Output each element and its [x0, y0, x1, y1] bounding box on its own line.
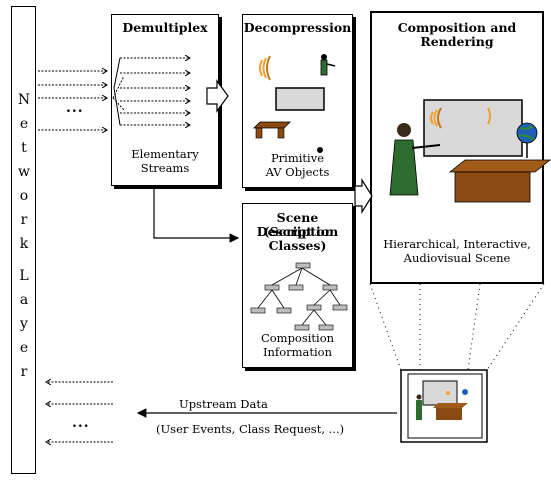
- network-layer-letter: N: [17, 92, 31, 108]
- arrow-demux-to-decompression: [206, 79, 229, 113]
- scene-description-title-2: (Script or Classes): [263, 224, 332, 253]
- scene-desk-icon: [448, 159, 551, 203]
- demultiplex-title: Demultiplex: [122, 20, 208, 35]
- ball-icon: [317, 147, 323, 153]
- scene-description-title-1: Scene Description: [256, 210, 339, 239]
- screen-icon: [275, 87, 325, 111]
- composition-info-label-2: Information: [262, 345, 333, 359]
- demultiplex-box: Demultiplex Elementary Streams: [111, 14, 219, 186]
- network-layer-letter: e: [19, 116, 29, 132]
- sound-waves-icon: [259, 55, 271, 81]
- presenter-icon: [320, 54, 336, 76]
- elementary-streams-label-2: Streams: [140, 161, 190, 175]
- input-streams-ellipsis: ...: [66, 100, 84, 116]
- globe-icon: [516, 122, 538, 158]
- outgoing-streams: [46, 382, 113, 442]
- network-layer-letter: r: [20, 364, 28, 380]
- upstream-data-sublabel: (User Events, Class Request, ...): [156, 422, 345, 436]
- composition-title-2: Rendering: [420, 34, 494, 49]
- scene-label-1: Hierarchical, Interactive,: [383, 237, 531, 251]
- arrow-to-composition: [354, 177, 373, 215]
- network-layer-letter: e: [19, 340, 29, 356]
- network-layer-letter: k: [19, 236, 29, 252]
- scene-sound-waves-icon: [430, 107, 491, 129]
- demultiplexed-streams: [112, 58, 190, 125]
- primitive-av-label-2: AV Objects: [265, 165, 330, 179]
- desk-icon: [253, 121, 291, 139]
- thumbnail-scene: [400, 369, 488, 443]
- network-layer-letter: L: [19, 268, 29, 284]
- composition-title-1: Composition and: [397, 20, 517, 35]
- network-layer-letter: y: [20, 316, 28, 332]
- projection-lines: [369, 283, 545, 371]
- composition-tree-icon: [257, 267, 341, 326]
- whiteboard-icon: [423, 99, 523, 157]
- network-layer-letter: a: [19, 292, 29, 308]
- network-layer-letter: r: [20, 212, 28, 228]
- upstream-ellipsis: ...: [72, 415, 90, 431]
- elementary-streams-label-1: Elementary: [131, 147, 199, 161]
- network-layer-letter: t: [21, 140, 27, 156]
- scene-presenter-icon: [389, 123, 441, 196]
- decompression-title: Decompression: [243, 20, 352, 35]
- network-layer-box: [11, 6, 36, 474]
- network-layer-letter: o: [19, 188, 29, 204]
- incoming-streams: [38, 71, 107, 130]
- arrow-demux-to-scene: [153, 187, 240, 243]
- decompression-box: Decompression Primitive AV Objects: [242, 14, 353, 188]
- network-layer-letter: w: [18, 164, 30, 180]
- scene-label-2: Audiovisual Scene: [403, 251, 511, 265]
- primitive-av-label-1: Primitive: [270, 151, 325, 165]
- tree-nodes: [250, 262, 348, 331]
- composition-info-label-1: Composition: [260, 331, 335, 345]
- upstream-data-label: Upstream Data: [179, 397, 268, 411]
